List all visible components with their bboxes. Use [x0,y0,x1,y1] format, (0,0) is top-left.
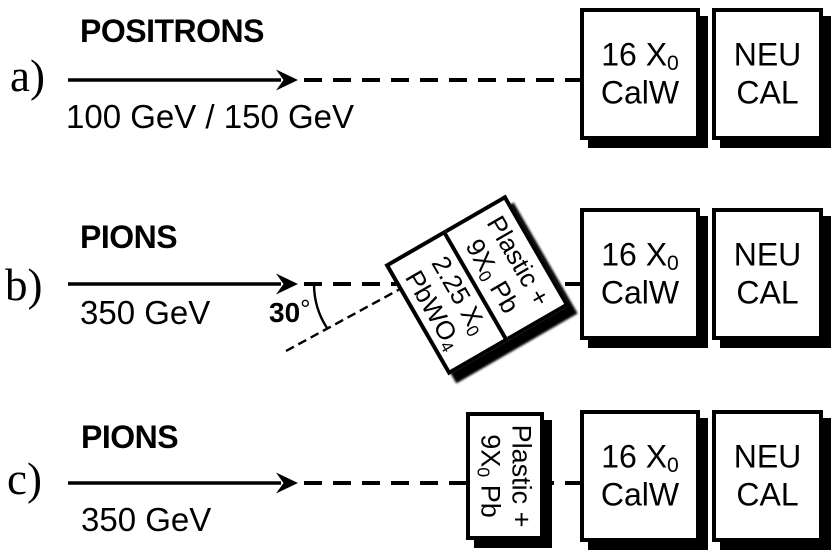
row-label-c: c) [7,454,42,504]
beam-energy-a: 100 GeV / 150 GeV [66,98,355,135]
row-label-a: a) [10,51,45,101]
calw-calorimeter-box-b: 16 X0 CalW [580,208,700,340]
beam-name-b: PIONS [80,219,178,255]
beam-name-c: PIONS [81,419,179,455]
angle-arc-b [312,283,329,329]
beam-name-a: POSITRONS [80,13,264,49]
beam-c [68,472,582,494]
calw-label-c: 16 X0 CalW [600,438,680,512]
beam-arrowhead-icon-c [276,472,298,494]
beam-arrowhead-icon-a [276,69,298,91]
row-label-b: b) [5,260,43,310]
neucal-label-b: NEU CAL [733,236,802,310]
calw-label-b: 16 X0 CalW [600,236,680,310]
beam-energy-c: 350 GeV [81,501,212,538]
plastic-label-c: Plastic + 9X0 Pb [473,424,537,528]
plastic-absorber-box-c: Plastic + 9X0 Pb [466,412,544,540]
calw-calorimeter-box-c: 16 X0 CalW [580,410,700,542]
neucal-calorimeter-box-c: NEU CAL [712,410,823,542]
neucal-calorimeter-box-a: NEU CAL [712,8,823,140]
beam-a [68,69,582,91]
neucal-label-a: NEU CAL [733,36,802,110]
angle-label: 30° [269,294,311,328]
calw-label-a: 16 X0 CalW [600,36,680,110]
neucal-label-c: NEU CAL [733,438,802,512]
neucal-calorimeter-box-b: NEU CAL [712,208,823,340]
calw-calorimeter-box-a: 16 X0 CalW [580,8,700,140]
beam-arrowhead-icon-b [276,273,298,295]
beam-energy-b: 350 GeV [80,294,211,331]
